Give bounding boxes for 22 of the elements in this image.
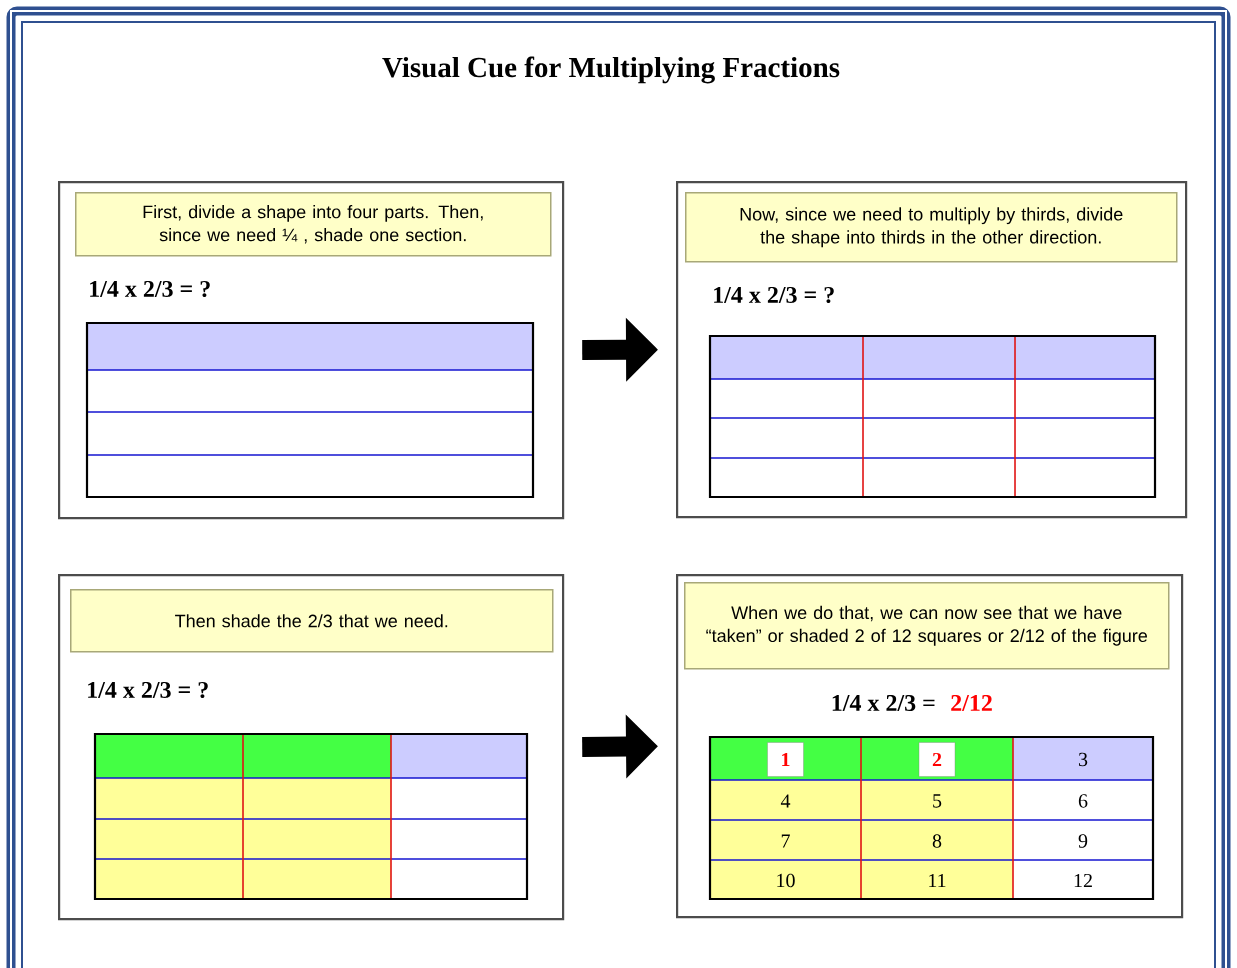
cell-number: 10 (777, 873, 795, 888)
cell-number: 11 (929, 873, 946, 888)
equation: 1/4 x 2/3 = ? (90, 280, 210, 298)
equation: 1/4 x 2/3 = ? (714, 286, 834, 304)
cell-number: 7 (781, 834, 790, 848)
number-box: 2 (918, 742, 956, 777)
note-box: Then shade the 2/3 that we need. (70, 589, 554, 653)
cell-number: 5 (933, 794, 942, 808)
cell-number: 3 (1078, 752, 1088, 767)
note-box: When we do that, we can now see that we have “taken” or shaded 2 of 12 squares or 2/12 of the figure (684, 582, 1170, 670)
note-box: Now, since we need to multiply by thirds, divide the shape into thirds in the other direction. (685, 192, 1178, 263)
cell-number: 12 (1074, 873, 1092, 888)
equation: 1/4 x 2/3 = (832, 694, 935, 712)
number-box: 1 (767, 742, 804, 777)
note-box: First, divide a shape into four parts. Then, since we need ¼ , shade one section. (75, 192, 552, 257)
cell-number: 6 (1078, 794, 1088, 808)
cell-number: 4 (780, 794, 791, 808)
answer: 2/12 (951, 694, 992, 712)
equation: 1/4 x 2/3 = ? (88, 681, 208, 699)
cell-number: 9 (1078, 834, 1088, 848)
cell-number: 8 (932, 834, 942, 848)
title: Visual Cue for Multiplying Fractions (382, 56, 840, 84)
